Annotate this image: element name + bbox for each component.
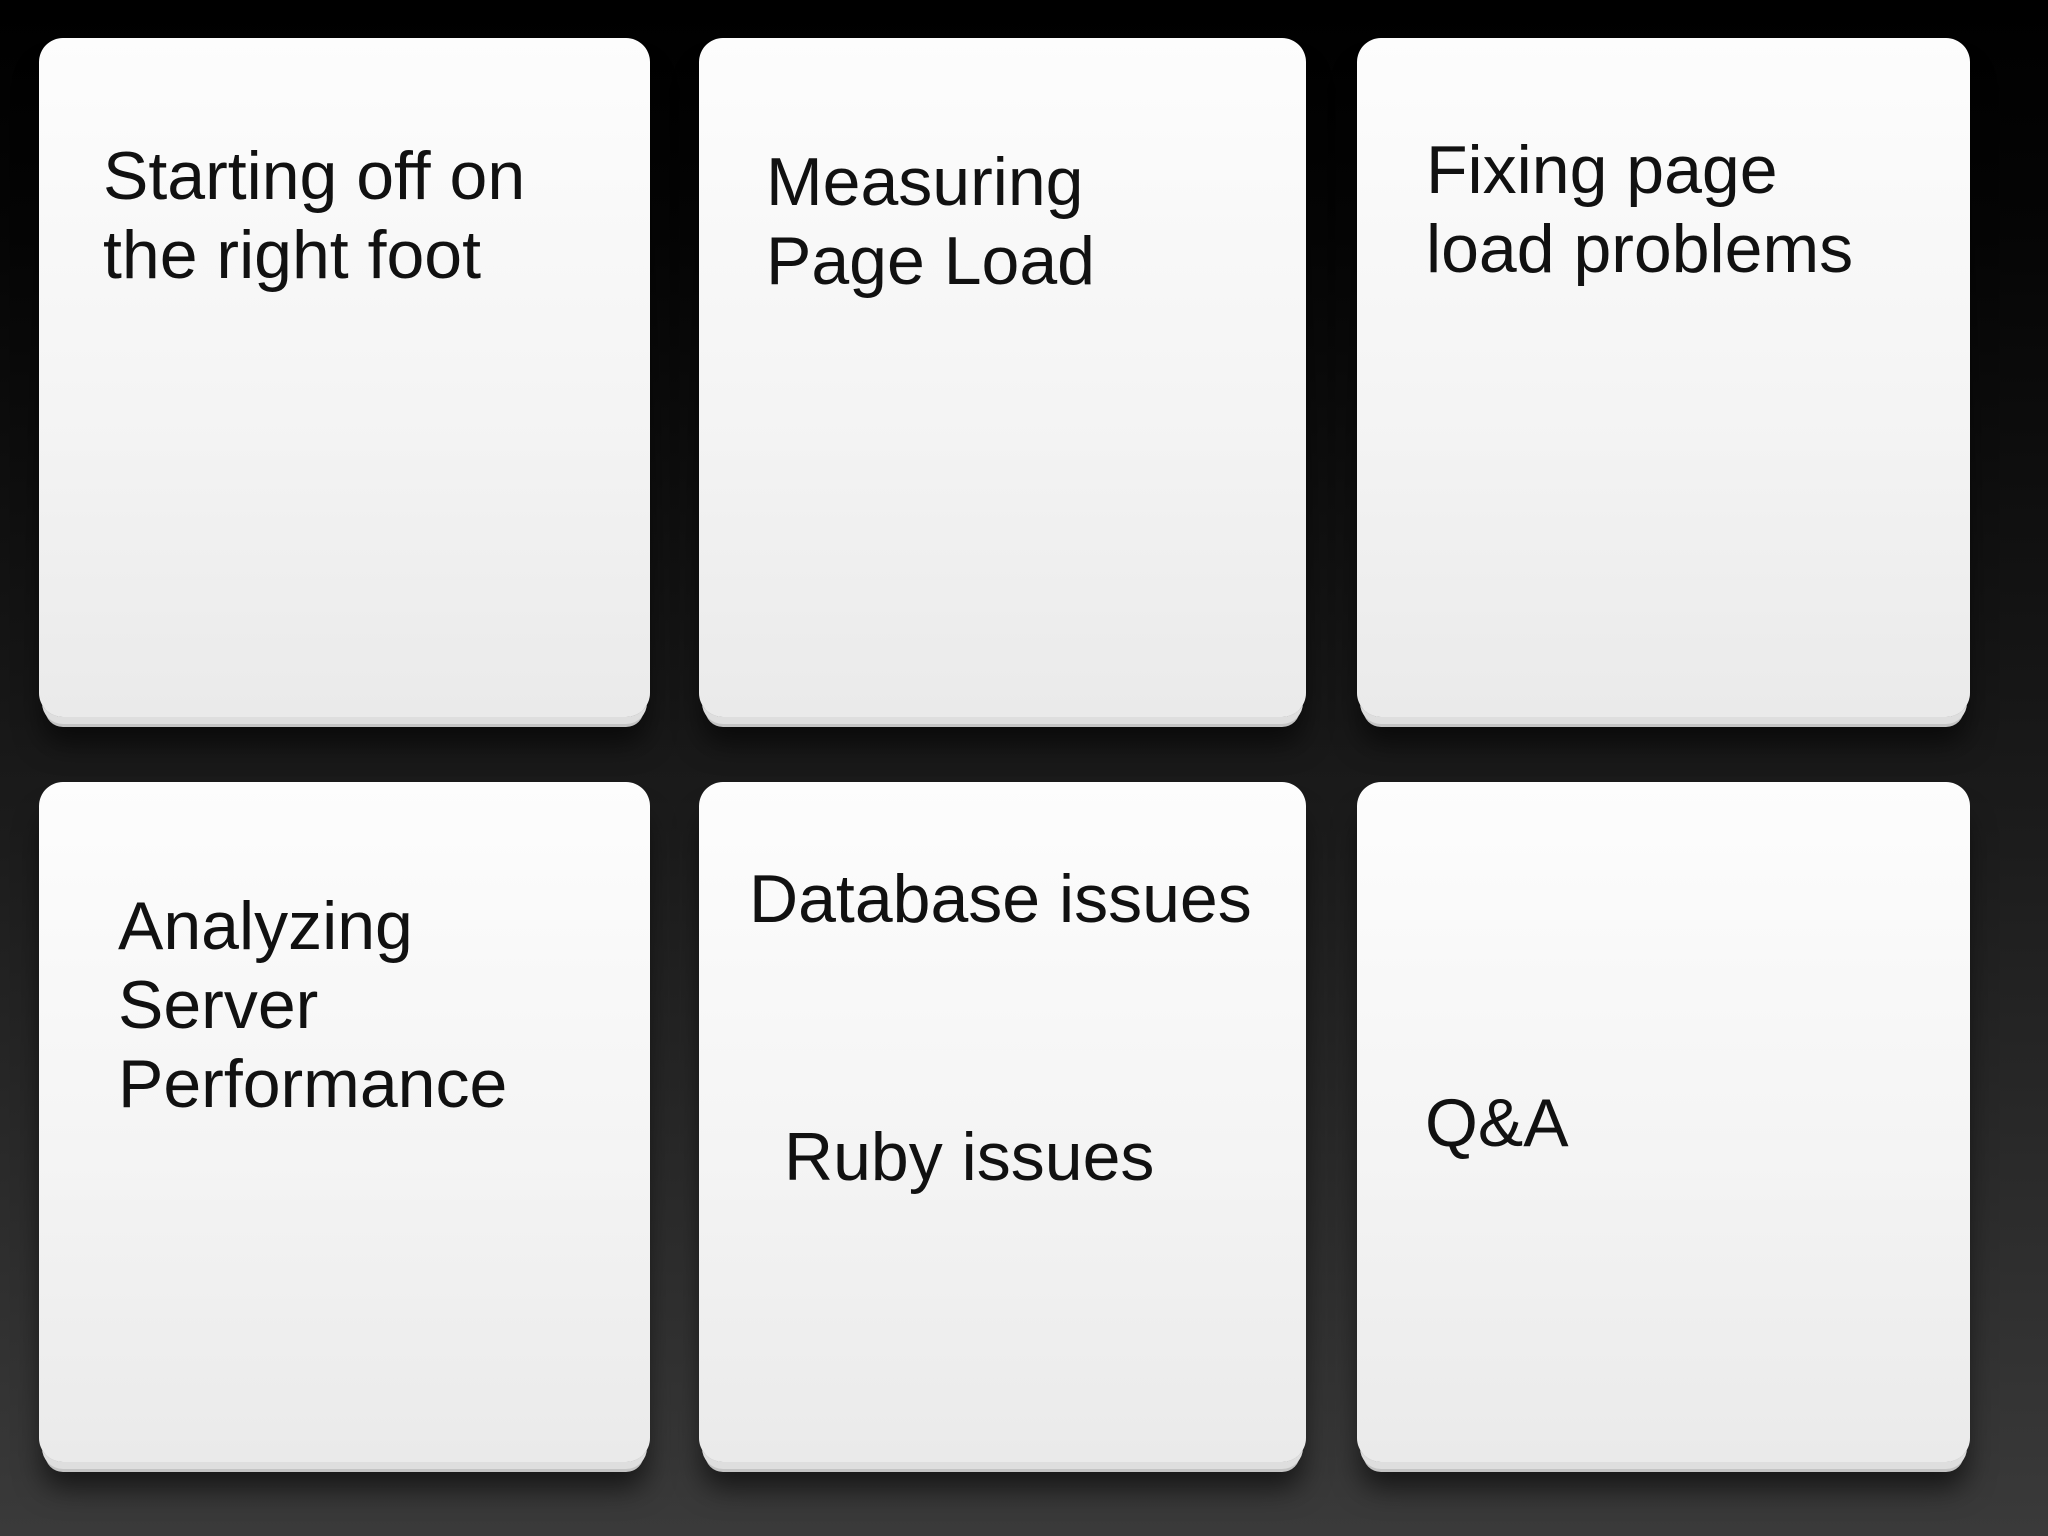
card-analyzing-server-performance: Analyzing Server Performance	[39, 782, 650, 1462]
card-starting-off-right-foot: Starting off on the right foot	[39, 38, 650, 717]
card-title-fixing-page-load-problems: Fixing page load problems	[1426, 132, 1854, 287]
card-fixing-page-load-problems: Fixing page load problems	[1357, 38, 1970, 717]
card-title-q-and-a: Q&A	[1425, 1085, 1569, 1161]
card-database-and-ruby-issues: Database issues Ruby issues	[699, 782, 1306, 1462]
card-title-analyzing-server-performance: Analyzing Server Performance	[118, 888, 508, 1122]
card-q-and-a: Q&A	[1357, 782, 1970, 1462]
card-title-database-issues: Database issues	[749, 861, 1252, 937]
card-title-ruby-issues: Ruby issues	[784, 1119, 1155, 1195]
card-title-measuring-page-load: Measuring Page Load	[766, 144, 1095, 299]
card-measuring-page-load: Measuring Page Load	[699, 38, 1306, 717]
card-title-starting-off-right-foot: Starting off on the right foot	[103, 138, 526, 293]
